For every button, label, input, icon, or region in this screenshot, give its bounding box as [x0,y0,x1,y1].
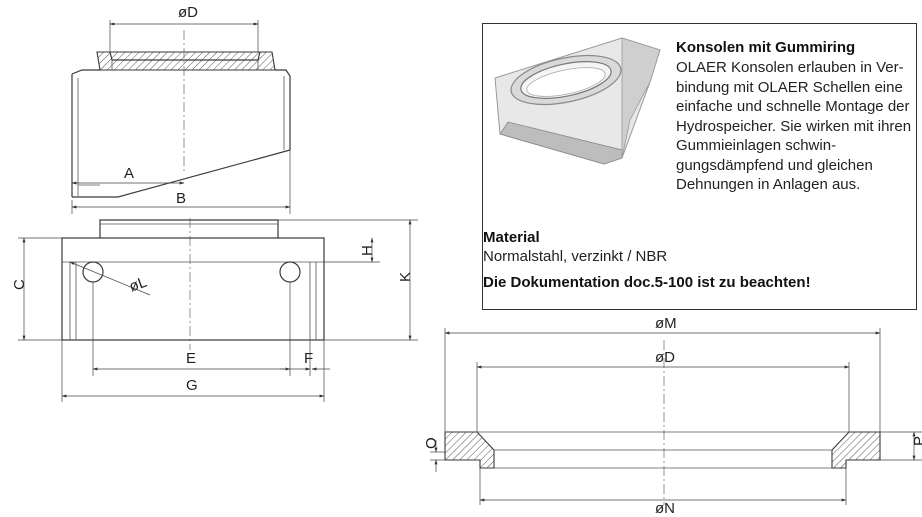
material-title: Material [483,229,540,246]
bracket-body [61,237,325,341]
info-title: Konsolen mit Gummiring [676,39,856,56]
label-diameter-d-ring: øD [655,349,675,366]
label-a: A [124,165,134,182]
label-b: B [176,190,186,207]
material-description: Normalstahl, verzinkt / NBR [483,248,668,265]
rubber-ring-section [96,51,276,71]
label-k: K [397,272,414,282]
label-c: C [11,279,28,290]
label-diameter-n: øN [655,500,675,517]
mounting-hole-left [82,261,104,283]
label-diameter-l: øL [127,274,149,296]
label-e: E [186,350,196,367]
bracket-front-view: C H K øL E F G [11,218,418,402]
label-diameter-d: øD [178,4,198,21]
ring-seat [109,51,261,61]
label-f: F [304,350,313,367]
bracket-side-view: øD A B [71,4,291,214]
label-p: P [911,436,922,446]
sloped-base [117,149,291,198]
documentation-note: Die Dokumentation doc.5-100 ist zu beach… [483,274,811,291]
ring-section-right [831,431,881,469]
label-h: H [359,245,376,256]
label-g: G [186,377,198,394]
mounting-hole-right [279,261,301,283]
rubber-ring-view: øM øD øN O P [423,315,922,517]
ring-section-left [444,431,495,469]
label-o: O [423,437,440,449]
info-description: OLAER Konsolen erlauben in Ver-bindung m… [676,59,912,193]
label-diameter-m: øM [655,315,677,332]
